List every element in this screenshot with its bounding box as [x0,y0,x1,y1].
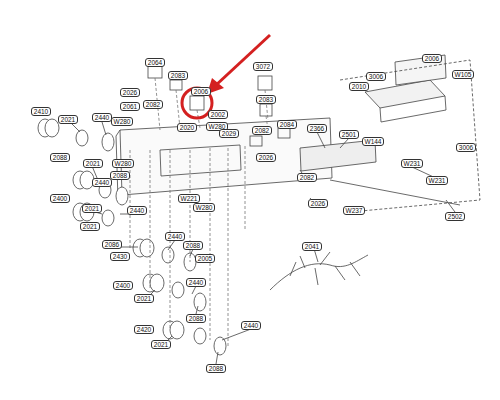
callout-number: 3072 [253,62,273,71]
callout-number: 2021 [80,222,100,231]
callout-number: 2021 [58,115,78,124]
callout-number: 2440 [92,113,112,122]
callout-number: 2083 [256,95,276,104]
callout-number: 2088 [206,364,226,373]
callout-number: 2430 [110,252,130,261]
callout-number: 2026 [308,199,328,208]
callout-number: W280 [193,203,216,212]
callout-number: 2082 [143,100,163,109]
callout-number: W221 [178,194,201,203]
callout-number: 2502 [445,212,465,221]
callout-number: 2440 [92,178,112,187]
callout-number: W280 [111,117,134,126]
callout-number: 2440 [165,232,185,241]
callout-number: 2086 [102,240,122,249]
callout-number: W231 [401,159,424,168]
callout-number: W144 [362,137,385,146]
callout-number: W237 [343,206,366,215]
callout-number: 2061 [120,102,140,111]
callout-number: 3006 [366,72,386,81]
callout-number: 2021 [82,204,102,213]
callout-number: 2021 [151,340,171,349]
callout-number: 2006 [422,54,442,63]
callout-number: 2082 [297,173,317,182]
callout-number: 2088 [183,241,203,250]
callout-number: 2006 [191,87,211,96]
callout-number: 2366 [307,124,327,133]
callout-number: 2084 [277,120,297,129]
callout-number: 2029 [219,129,239,138]
callout-number: 2082 [252,126,272,135]
callout-number: 2501 [339,130,359,139]
callout-number: 2088 [186,314,206,323]
callout-number: 2083 [168,71,188,80]
callout-number: 2440 [241,321,261,330]
callout-number: 2420 [134,325,154,334]
callout-number: 2002 [208,110,228,119]
callout-number: W280 [112,159,135,168]
callout-number: 2440 [186,278,206,287]
callout-number: 2064 [145,58,165,67]
callout-number: 2088 [50,153,70,162]
callout-number: 2400 [50,194,70,203]
callout-number: 2005 [195,254,215,263]
callout-number: 2400 [113,281,133,290]
callout-number: 2041 [302,242,322,251]
callout-number: 2026 [120,88,140,97]
callout-number: 3006 [456,143,476,152]
callout-number: 2021 [83,159,103,168]
callout-number: 2088 [110,171,130,180]
callout-number: 2020 [177,123,197,132]
callout-number: 2440 [127,206,147,215]
callout-number: W231 [426,176,449,185]
callout-number: W105 [452,70,475,79]
callout-number: 2026 [256,153,276,162]
callout-number: 2010 [349,82,369,91]
callout-number: 2410 [31,107,51,116]
callout-number: 2021 [134,294,154,303]
